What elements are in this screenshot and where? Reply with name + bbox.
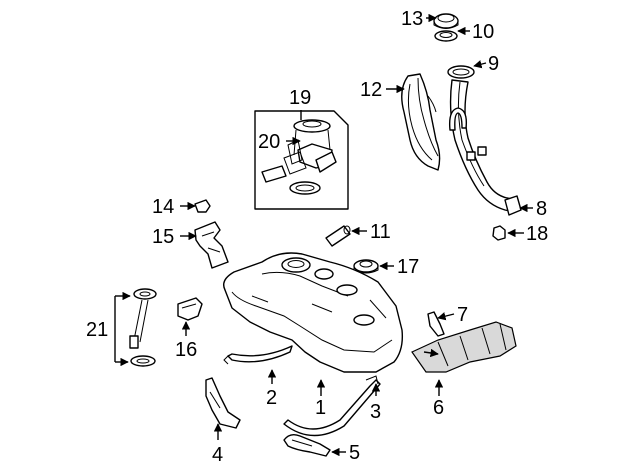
- callout-2: 2: [266, 387, 277, 409]
- callout-12: 12: [360, 79, 382, 101]
- tank-strap-right-part: [283, 375, 381, 437]
- callout-6: 6: [433, 397, 444, 419]
- callout-3: 3: [370, 401, 381, 423]
- callout-20: 20: [258, 131, 280, 153]
- callout-4: 4: [212, 444, 223, 466]
- sensor-part: [177, 297, 203, 321]
- fuel-pump-module-part: [261, 119, 337, 195]
- hose-part: [325, 225, 351, 247]
- callout-13: 13: [401, 8, 423, 30]
- sender-unit-part: [129, 288, 157, 367]
- fuel-cap-part: [433, 13, 459, 29]
- small-clip-part: [427, 311, 445, 337]
- bracket-part: [194, 221, 229, 269]
- callout-21: 21: [86, 319, 108, 341]
- callout-19: 19: [289, 87, 311, 109]
- callout-8: 8: [536, 198, 547, 220]
- fuel-tank-part: [222, 252, 404, 373]
- protector-part: [283, 433, 331, 457]
- callout-15: 15: [152, 226, 174, 248]
- lower-bracket-part: [205, 377, 241, 429]
- connector-part: [492, 225, 506, 241]
- gasket-ring-part: [447, 65, 475, 79]
- clip-part: [194, 199, 211, 213]
- callout-7: 7: [457, 304, 468, 326]
- filler-shield-part: [401, 73, 441, 171]
- filler-cover-part: [434, 30, 458, 42]
- callout-1: 1: [315, 397, 326, 419]
- callout-11: 11: [370, 221, 391, 243]
- callout-5: 5: [349, 442, 360, 464]
- tank-strap-left-part: [223, 345, 293, 365]
- filler-pipe-part: [448, 79, 522, 216]
- heat-insulator-part: [411, 321, 517, 373]
- leader-lines: [114, 13, 533, 457]
- callout-16: 16: [175, 339, 197, 361]
- callout-10: 10: [472, 21, 494, 43]
- callout-18: 18: [526, 223, 548, 245]
- callout-17: 17: [397, 256, 419, 278]
- callout-9: 9: [488, 53, 499, 75]
- callout-14: 14: [152, 196, 174, 218]
- callout-labels: 13 10 9 12 19 20 8 18 14 15 11 17 7 21 1…: [86, 8, 548, 466]
- fuel-pump-kit-box: [254, 110, 349, 210]
